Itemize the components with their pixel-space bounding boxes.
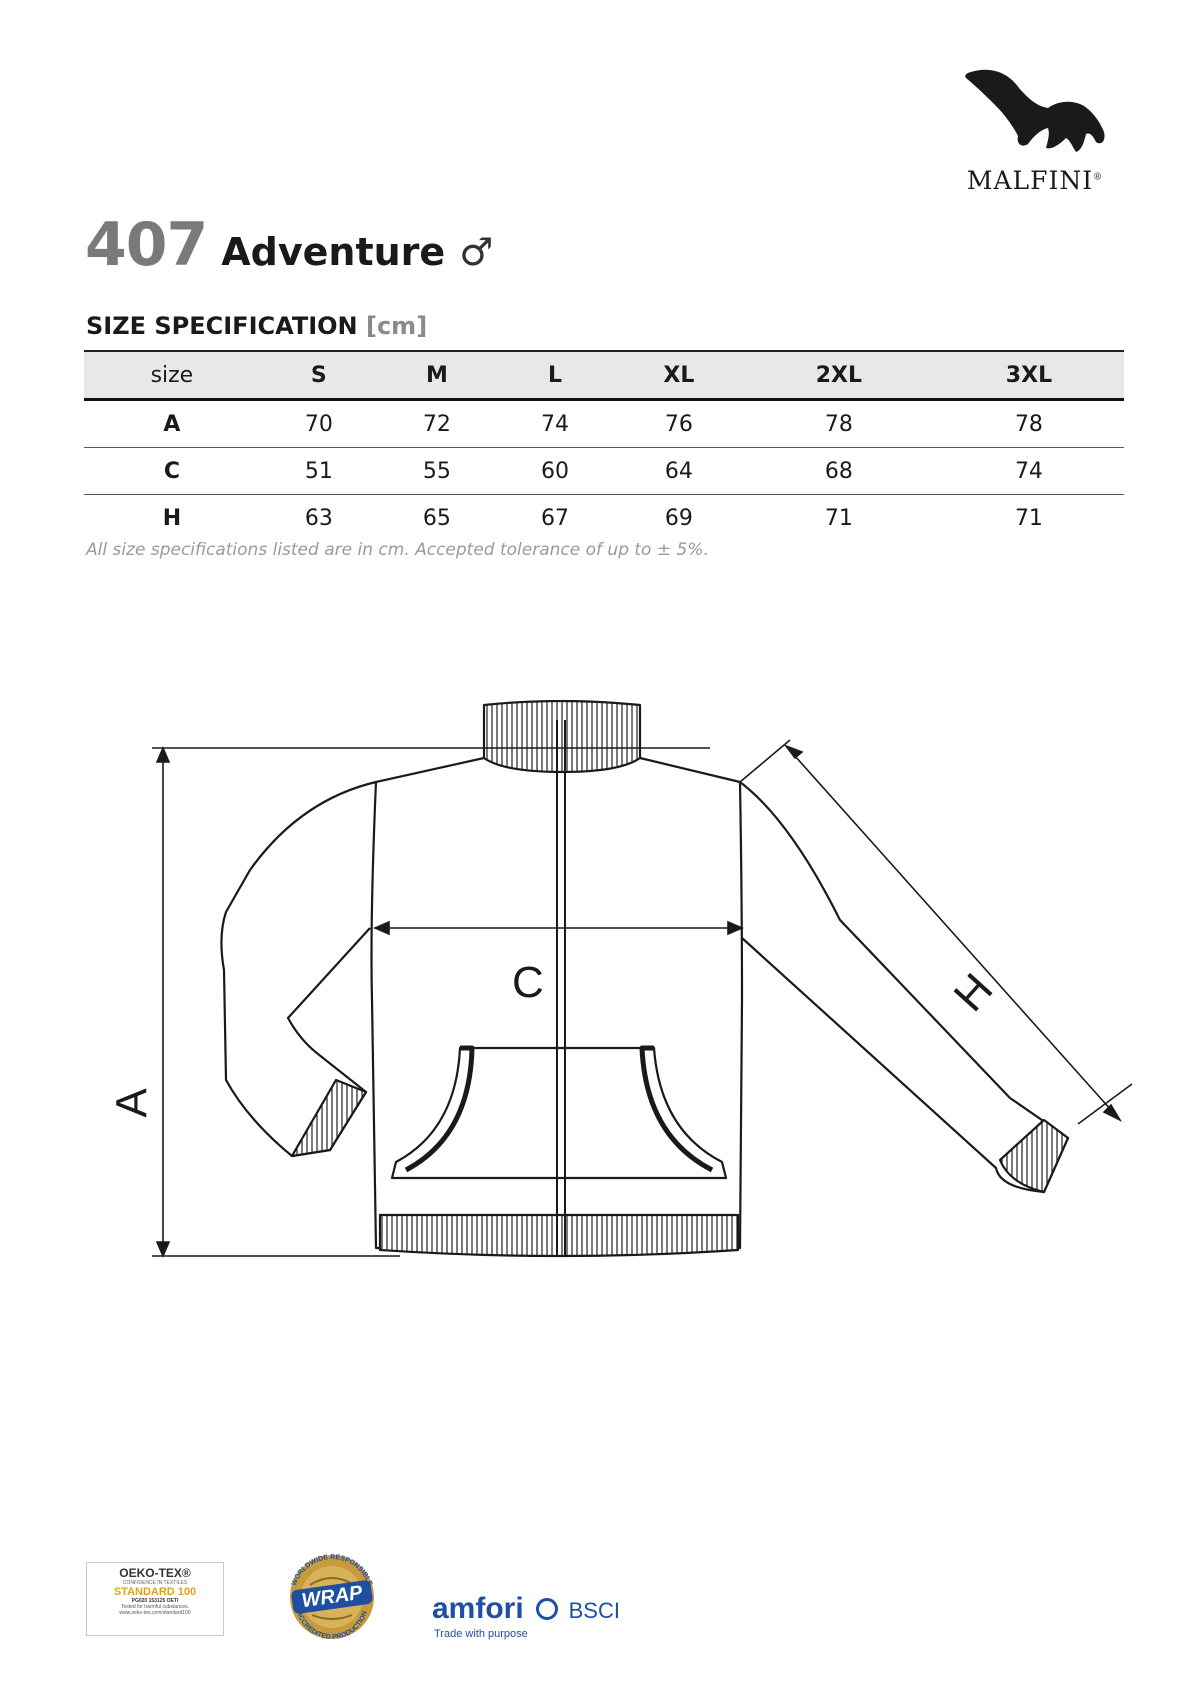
table-cell: 74 <box>495 399 614 448</box>
row-label: H <box>162 505 182 531</box>
amfori-bsci-logo: amfori BSCI Trade with purpose <box>432 1592 620 1640</box>
table-cell: 67 <box>540 505 569 531</box>
table-header-row: size S M L XL 2XL 3XL <box>84 350 1124 401</box>
brand-name: MALFINI® <box>966 166 1104 195</box>
table-row: H 63 65 67 69 71 71 <box>84 495 1124 542</box>
table-cell: 74 <box>933 447 1124 495</box>
column-header: L <box>495 350 614 401</box>
table-cell: 76 <box>614 399 744 448</box>
table-row: C 51 55 60 64 68 74 <box>84 447 1124 495</box>
column-header: 2XL <box>743 350 934 401</box>
table-cell: 68 <box>743 447 934 495</box>
table-cell: 71 <box>824 505 853 531</box>
table-cell: 55 <box>377 447 496 495</box>
product-title: 407 Adventure ♂ <box>85 210 493 280</box>
column-header: M <box>377 350 496 401</box>
amfori-ring-icon <box>536 1598 559 1620</box>
dimension-label-c: C <box>512 958 544 1007</box>
malfini-logo: MALFINI® <box>950 66 1120 196</box>
row-label: C <box>84 447 260 495</box>
column-header: size <box>84 350 260 401</box>
table-cell: 70 <box>259 399 378 448</box>
male-icon: ♂ <box>459 230 494 274</box>
table-cell: 69 <box>664 505 693 531</box>
table-cell: 71 <box>1014 505 1043 531</box>
table-cell: 65 <box>422 505 451 531</box>
wrap-logo: WRAP WORLDWIDE RESPONSIBLE ACCREDITED PR… <box>290 1554 374 1641</box>
jacket-diagram <box>152 700 1133 1259</box>
column-header: XL <box>614 350 744 401</box>
table-cell: 64 <box>614 447 744 495</box>
eagle-icon <box>965 69 1105 152</box>
column-header: S <box>259 350 378 401</box>
tolerance-note: All size specifications listed are in cm… <box>86 540 709 560</box>
spec-heading: SIZE SPECIFICATION [cm] <box>86 312 428 340</box>
table-cell: 60 <box>495 447 614 495</box>
table-cell: 51 <box>259 447 378 495</box>
product-code: 407 <box>85 210 208 280</box>
table-cell: 63 <box>304 505 333 531</box>
dimension-label-a: A <box>107 1088 157 1118</box>
table-row: A 70 72 74 76 78 78 <box>84 399 1124 448</box>
table-cell: 78 <box>743 399 934 448</box>
table-cell: 72 <box>377 399 496 448</box>
product-name: Adventure <box>221 230 446 274</box>
table-cell: 78 <box>933 399 1124 448</box>
oeko-tex-logo: OEKO-TEX® CONFIDENCE IN TEXTILES STANDAR… <box>86 1562 224 1636</box>
row-label: A <box>84 399 260 448</box>
size-table: size S M L XL 2XL 3XL A 70 72 74 76 78 7… <box>84 350 1124 541</box>
column-header: 3XL <box>933 350 1124 401</box>
